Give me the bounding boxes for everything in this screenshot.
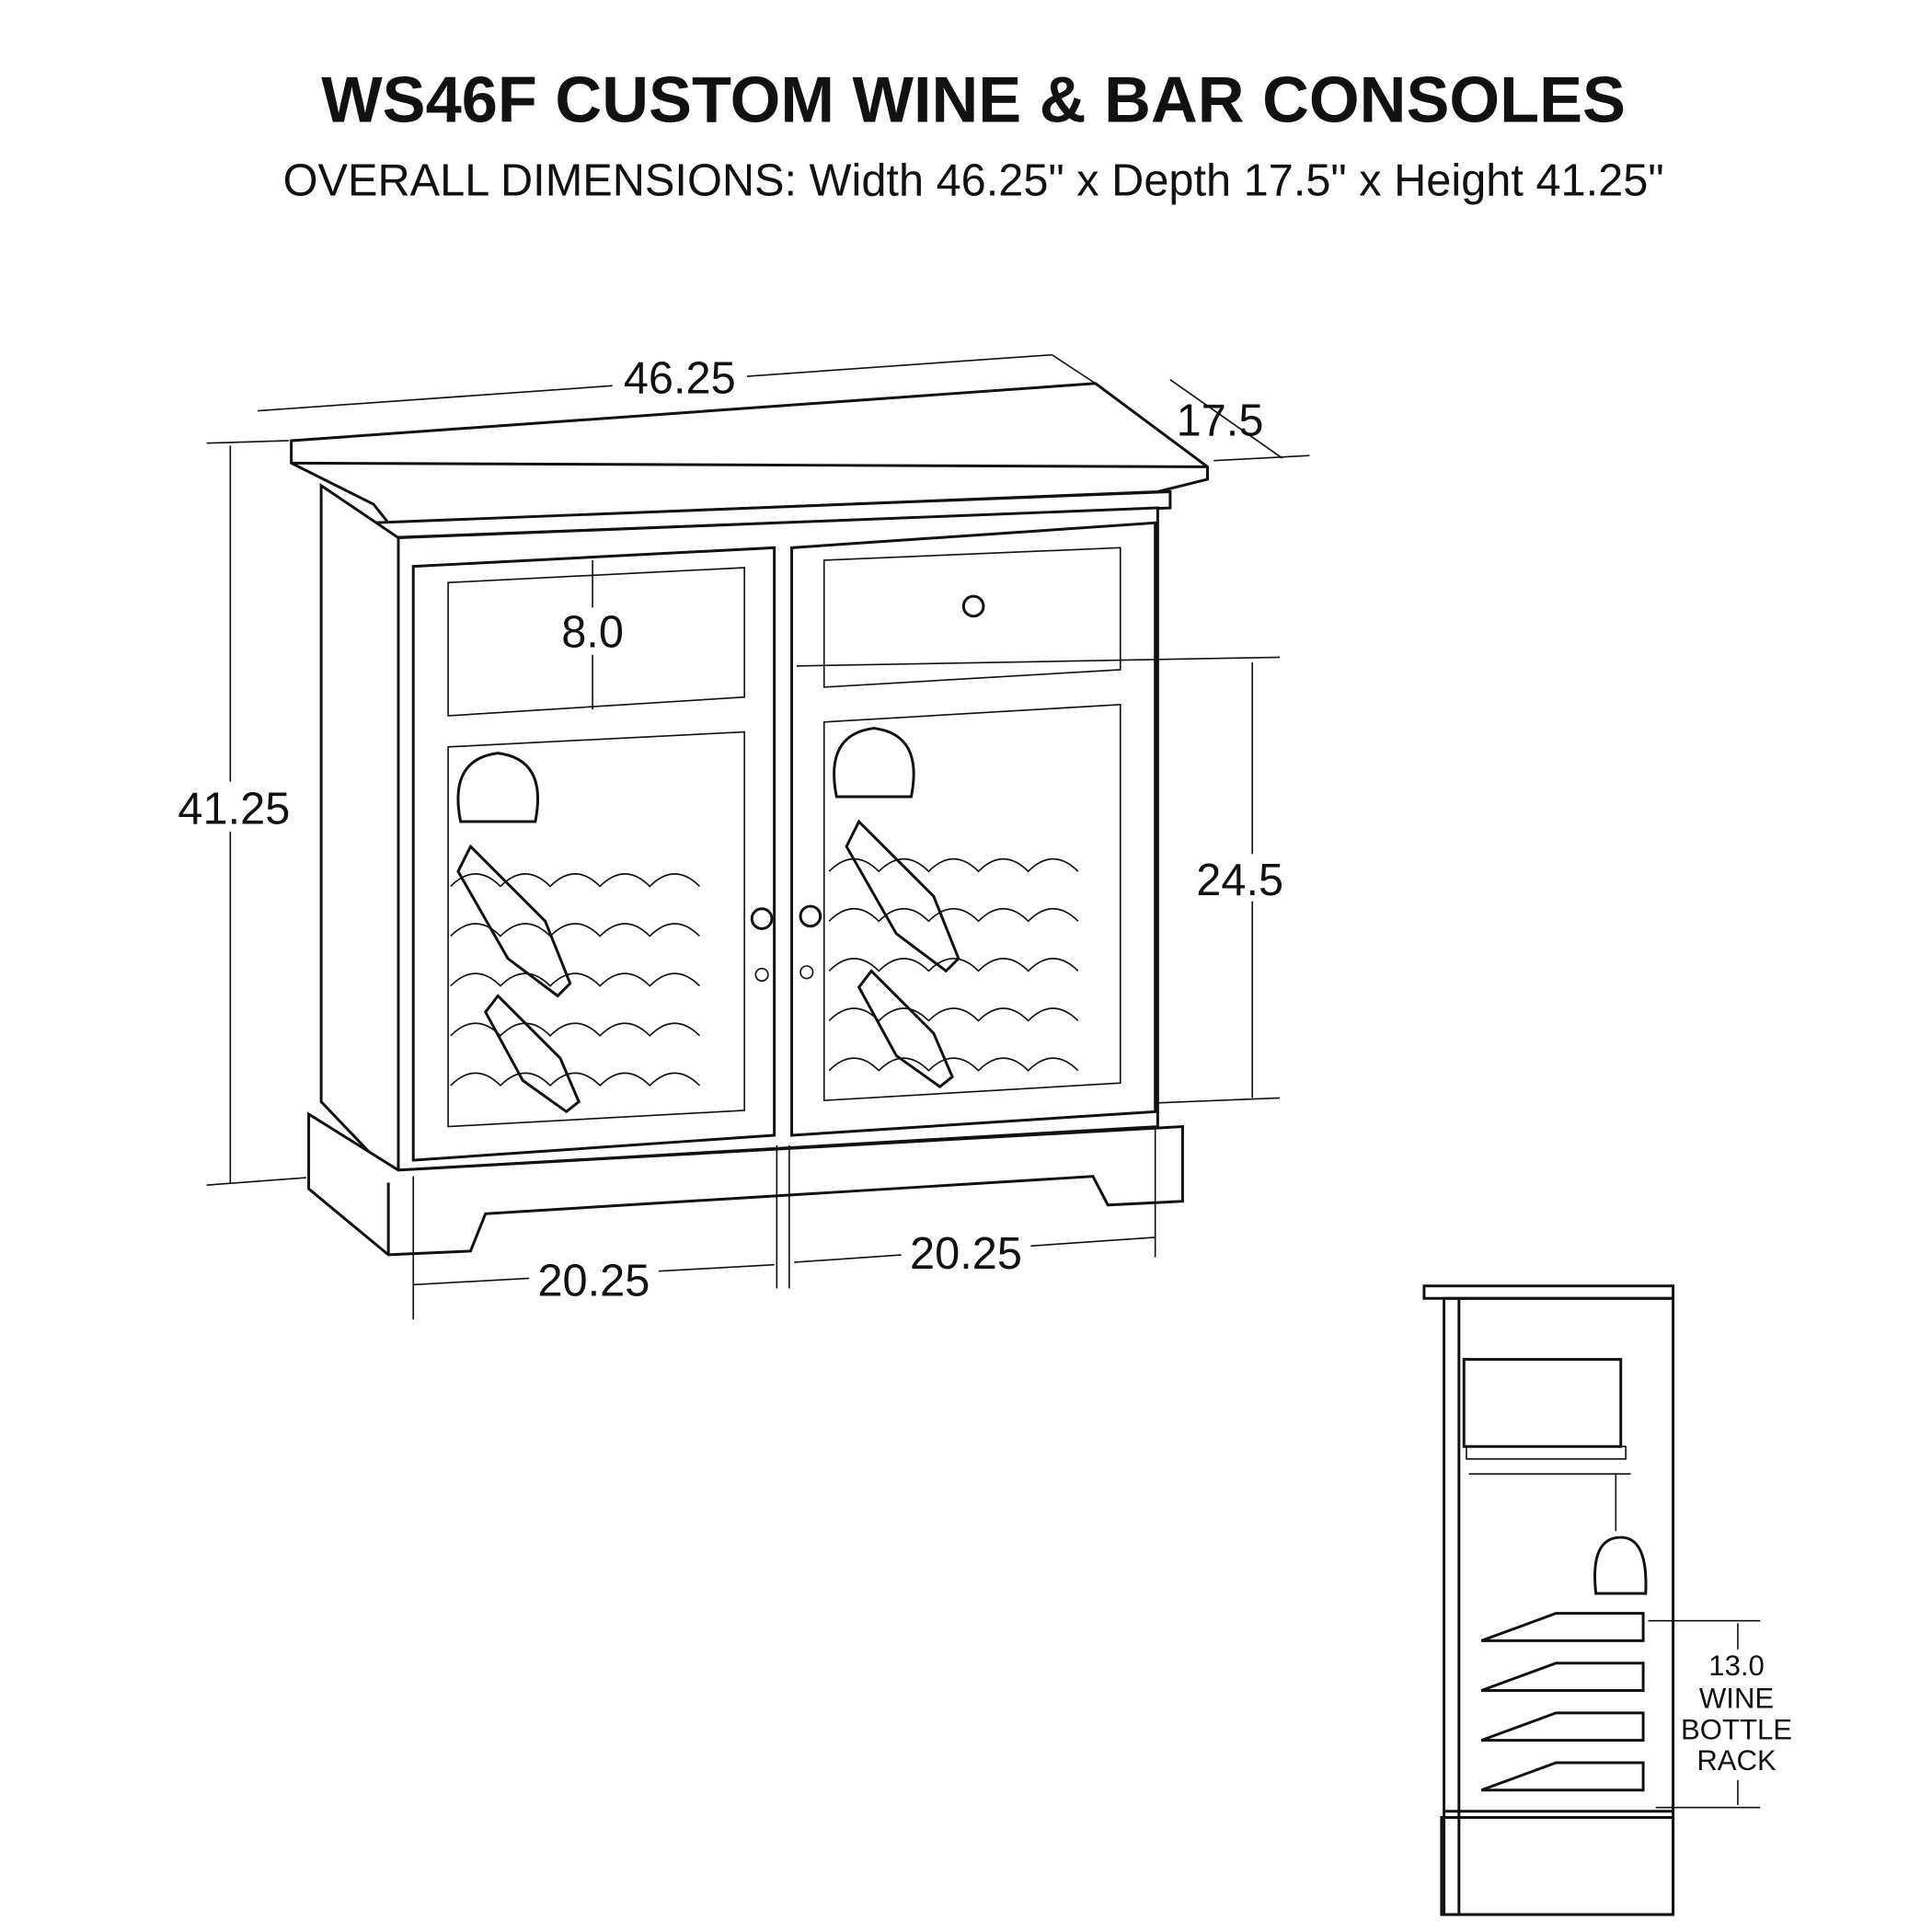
wine-glass-icon [1593, 1535, 1648, 1595]
left-door-width-dimension: 20.25 [537, 1257, 650, 1306]
side-panel [319, 482, 400, 1187]
rack-height-dimension: 13.0 [1708, 1650, 1765, 1682]
width-dimension: 46.25 [624, 354, 736, 404]
cabinet-body [397, 506, 1159, 1172]
rack-dimension-lines [1648, 1619, 1761, 1809]
drawer-height-dimension: 8.0 [561, 608, 624, 658]
height-dimension: 41.25 [178, 785, 290, 834]
wine-bottle-rack-side [1480, 1612, 1645, 1792]
right-door [790, 521, 1157, 1137]
left-drawer-panel [447, 567, 745, 717]
page-subtitle: OVERALL DIMENSIONS: Width 46.25" x Depth… [283, 155, 1664, 205]
right-door-width-dimension: 20.25 [910, 1229, 1022, 1279]
wine-bottle-icon [456, 819, 960, 1114]
cabinet-base [307, 1111, 1184, 1257]
door-knob-icon [750, 907, 774, 930]
keyhole-icon [754, 967, 769, 983]
rack-label-line-3: RACK [1696, 1744, 1777, 1777]
rack-label-line-1: WINE [1699, 1682, 1774, 1714]
right-drawer-panel [822, 546, 1121, 688]
side-view-cabinet [1422, 1284, 1761, 1916]
door-knob-icon [799, 904, 822, 928]
wine-glass-icon [456, 727, 915, 823]
door-height-dimension: 24.5 [1196, 856, 1283, 905]
rack-label-line-2: BOTTLE [1681, 1713, 1792, 1745]
drawer-knob-icon [961, 594, 985, 618]
keyhole-icon [799, 965, 814, 980]
left-door [411, 546, 776, 1162]
page-title: WS46F CUSTOM WINE & BAR CONSOLES [321, 63, 1626, 136]
side-drawer [1462, 1358, 1623, 1448]
depth-dimension: 17.5 [1177, 397, 1264, 446]
left-glass-panel [447, 730, 745, 1128]
front-view-cabinet [290, 382, 1209, 1257]
right-glass-panel [822, 703, 1121, 1101]
